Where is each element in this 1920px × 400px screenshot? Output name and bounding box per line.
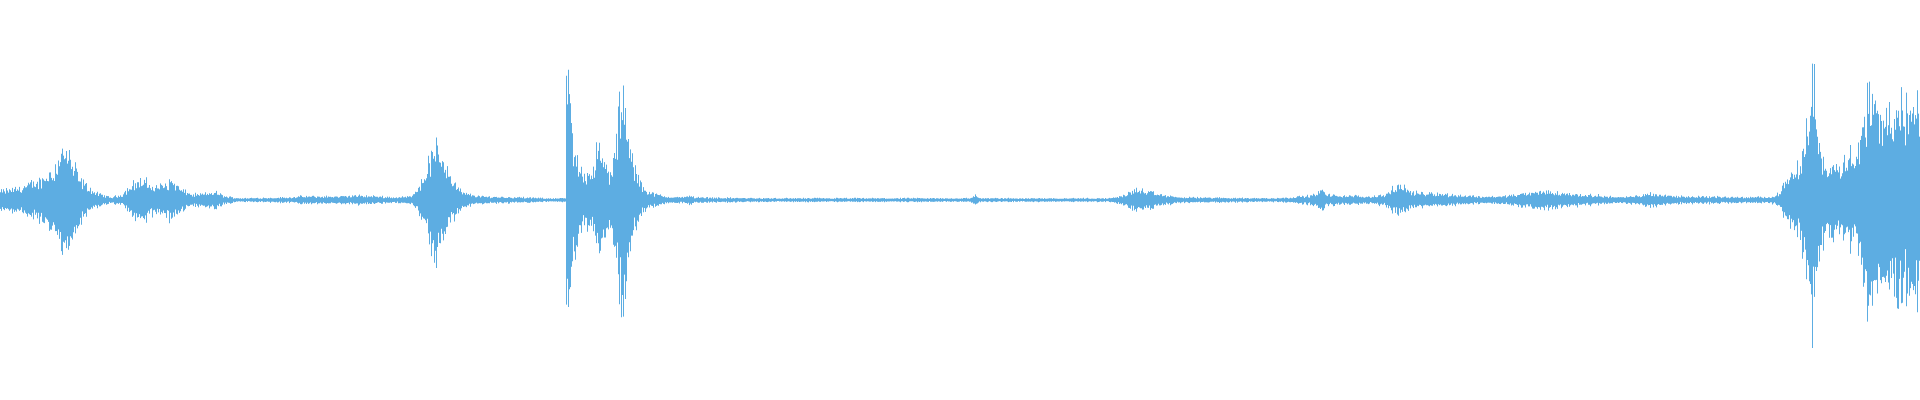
waveform-trace: [0, 63, 1920, 348]
waveform-samples: [0, 63, 1920, 348]
